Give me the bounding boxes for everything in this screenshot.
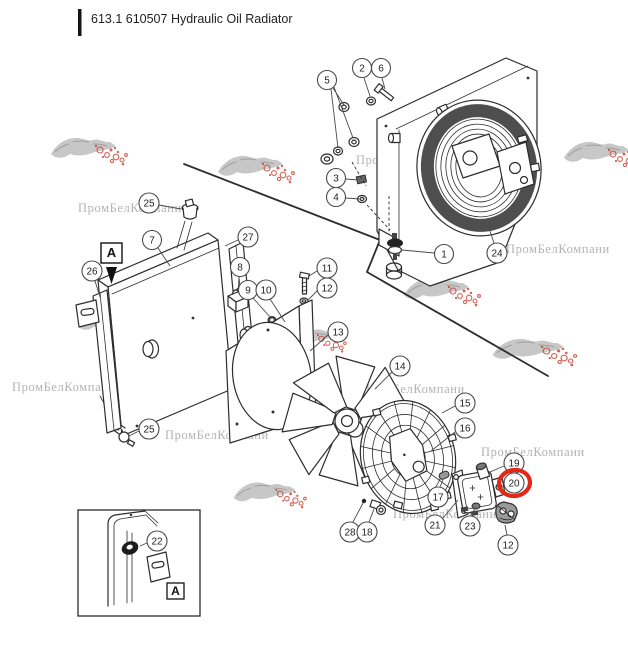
svg-text:13: 13 bbox=[332, 328, 344, 339]
callout-5: 5 bbox=[316, 69, 338, 91]
watermark-text: ПромБелКомпани bbox=[12, 380, 116, 394]
svg-text:5: 5 bbox=[324, 76, 330, 87]
svg-text:6: 6 bbox=[378, 64, 384, 75]
svg-text:20: 20 bbox=[508, 479, 520, 490]
callout-26: 26 bbox=[81, 260, 103, 282]
watermark-logo bbox=[217, 155, 295, 184]
watermark-text: ПромБелКомпани bbox=[506, 242, 610, 256]
detail-marker-a-main: A bbox=[100, 242, 123, 284]
callout-1: 1 bbox=[433, 243, 455, 265]
callout-25-top: 25 bbox=[138, 192, 160, 214]
callout-25-bottom: 25 bbox=[138, 418, 160, 440]
callout-9: 9 bbox=[237, 279, 259, 301]
radiator-assembly-24 bbox=[376, 57, 542, 287]
callout-7: 7 bbox=[141, 229, 163, 251]
page-title: 613.1 610507 Hydraulic Oil Radiator bbox=[91, 12, 293, 26]
svg-text:12: 12 bbox=[502, 541, 514, 552]
callout-23: 23 bbox=[459, 515, 481, 537]
svg-text:28: 28 bbox=[344, 528, 356, 539]
svg-text:2: 2 bbox=[359, 64, 365, 75]
flange-half-12 bbox=[495, 501, 518, 524]
svg-text:10: 10 bbox=[260, 286, 272, 297]
svg-text:14: 14 bbox=[394, 362, 406, 373]
svg-text:3: 3 bbox=[333, 174, 339, 185]
svg-text:16: 16 bbox=[459, 424, 471, 435]
svg-text:26: 26 bbox=[86, 267, 98, 278]
svg-text:27: 27 bbox=[242, 233, 254, 244]
svg-text:23: 23 bbox=[464, 522, 476, 533]
callout-12-top: 12 bbox=[316, 277, 338, 299]
svg-text:15: 15 bbox=[459, 399, 471, 410]
callout-11: 11 bbox=[316, 257, 338, 279]
divider-zigzag bbox=[183, 163, 549, 377]
callout-3: 3 bbox=[325, 167, 347, 189]
callout-12-bottom: 12 bbox=[497, 534, 519, 556]
svg-text:18: 18 bbox=[361, 528, 373, 539]
callouts: 2 6 5 3 4 1 24 25 7 27 26 8 9 10 11 12 1… bbox=[81, 57, 525, 556]
svg-text:8: 8 bbox=[237, 263, 243, 274]
guard-feet bbox=[361, 498, 404, 516]
watermark-text: ПромБелКомпани bbox=[78, 201, 182, 215]
callout-18: 18 bbox=[356, 521, 378, 543]
bracket-26 bbox=[75, 289, 122, 434]
callout-27: 27 bbox=[237, 226, 259, 248]
svg-text:9: 9 bbox=[245, 286, 251, 297]
watermark-text: ПромБелКомпани bbox=[481, 445, 585, 459]
callout-13: 13 bbox=[327, 321, 349, 343]
svg-text:25: 25 bbox=[143, 199, 155, 210]
filler-cap-25 bbox=[176, 198, 199, 251]
svg-text:7: 7 bbox=[149, 236, 155, 247]
callout-6: 6 bbox=[370, 57, 392, 79]
svg-text:22: 22 bbox=[151, 537, 163, 548]
callout-16: 16 bbox=[454, 417, 476, 439]
leader-lines bbox=[94, 77, 508, 547]
callout-20: 20 bbox=[503, 472, 525, 494]
title-bar bbox=[78, 9, 82, 36]
plug-17 bbox=[438, 470, 450, 480]
watermark-logo bbox=[233, 481, 307, 509]
callout-14: 14 bbox=[389, 355, 411, 377]
callout-17: 17 bbox=[427, 486, 449, 508]
fan-14 bbox=[281, 355, 413, 487]
svg-text:A: A bbox=[107, 245, 117, 260]
highlight-ring-part-20 bbox=[496, 467, 533, 499]
callout-15: 15 bbox=[454, 392, 476, 414]
callout-24: 24 bbox=[486, 242, 508, 264]
svg-text:A: A bbox=[171, 584, 180, 598]
detail-marker-a-inset: A bbox=[166, 582, 185, 600]
watermark-logo bbox=[403, 278, 481, 307]
fan-guard-15 bbox=[359, 399, 457, 515]
svg-text:25: 25 bbox=[143, 425, 155, 436]
svg-text:21: 21 bbox=[429, 521, 441, 532]
svg-text:24: 24 bbox=[491, 249, 503, 260]
grommet-22 bbox=[121, 541, 139, 555]
page-header: 613.1 610507 Hydraulic Oil Radiator bbox=[78, 9, 293, 36]
callout-4: 4 bbox=[325, 186, 347, 208]
svg-text:1: 1 bbox=[441, 250, 447, 261]
callout-21: 21 bbox=[424, 514, 446, 536]
inset-detail-box: A bbox=[77, 509, 201, 617]
fan-shroud-13 bbox=[225, 299, 317, 444]
watermark-logo bbox=[491, 338, 578, 367]
callout-10: 10 bbox=[255, 279, 277, 301]
callout-8: 8 bbox=[229, 256, 251, 278]
mounting-hardware-top bbox=[320, 83, 395, 231]
watermark-logo bbox=[50, 137, 128, 166]
svg-text:19: 19 bbox=[508, 459, 520, 470]
svg-text:12: 12 bbox=[321, 284, 333, 295]
callout-2: 2 bbox=[351, 57, 373, 79]
svg-text:4: 4 bbox=[333, 193, 339, 204]
motor-mount-plate-16 bbox=[388, 428, 428, 482]
svg-text:17: 17 bbox=[432, 493, 444, 504]
callout-22: 22 bbox=[146, 530, 168, 552]
watermark-logo bbox=[563, 141, 628, 170]
svg-text:11: 11 bbox=[322, 264, 333, 275]
